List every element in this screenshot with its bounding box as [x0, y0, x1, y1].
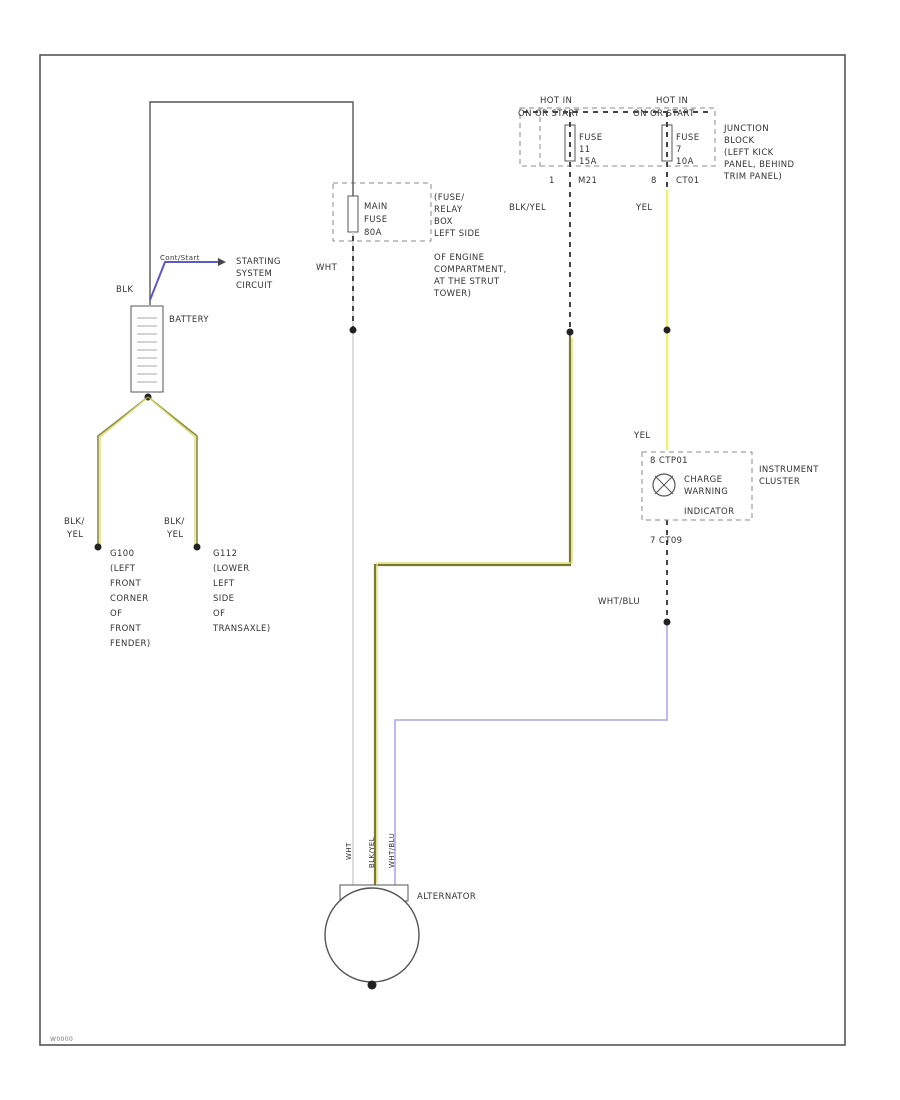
hot-right-label-2: ON OR START [633, 109, 695, 119]
ground-g100: G100 (LEFT FRONT CORNER OF FRONT FENDER) [110, 549, 151, 649]
wire-wht-blu [394, 622, 668, 885]
wire-battery-main-fuse [149, 101, 354, 305]
g112-label-2: (LOWER [213, 564, 250, 574]
g100-label-4: CORNER [110, 594, 149, 604]
alt-wire-label-wht: WHT [345, 842, 353, 860]
wire-label-yel-top: YEL [635, 203, 653, 213]
ground-g112-dot [193, 543, 201, 551]
starting-label-1: STARTING [236, 257, 281, 267]
charge-warning-label-3: INDICATOR [684, 507, 734, 517]
ground-g100-dot [94, 543, 102, 551]
main-fuse-label-2: FUSE [364, 215, 387, 225]
main-fuse-label-1: MAIN [364, 202, 388, 212]
wire-label-blk: BLK [116, 285, 133, 295]
figure-id: W0000 [50, 1036, 73, 1043]
fuse-right-connector: CT01 [676, 176, 700, 186]
instrument-cluster-label-2: CLUSTER [759, 477, 800, 487]
g1-wire-label-1: BLK/ [64, 517, 85, 527]
starting-label-3: CIRCUIT [236, 281, 273, 291]
junction-block: HOT IN ON OR START HOT IN ON OR START FU… [518, 96, 795, 186]
splice-dot [663, 326, 671, 334]
junction-block-label-5: TRIM PANEL) [723, 172, 782, 182]
splice-dot [566, 328, 574, 336]
g1-wire-label-2: YEL [66, 530, 84, 540]
g2-wire-label-1: BLK/ [164, 517, 185, 527]
junction-block-label-2: BLOCK [724, 136, 754, 146]
relay-box-label-5: OF ENGINE [434, 253, 484, 263]
wire-label-yel-ic: YEL [633, 431, 651, 441]
starting-label-2: SYSTEM [236, 269, 272, 279]
alt-wire-label-blk-yel: BLK/YEL [368, 837, 376, 868]
starting-system: Cont/Start STARTING SYSTEM CIRCUIT [149, 254, 281, 301]
g112-label-1: G112 [213, 549, 237, 559]
relay-box-label-8: TOWER) [433, 289, 471, 299]
g112-label-5: OF [213, 609, 225, 619]
charge-warning-label-2: WARNING [684, 487, 728, 497]
g112-label-6: TRANSAXLE) [212, 624, 271, 634]
g100-label-5: OF [110, 609, 122, 619]
relay-box-label-7: AT THE STRUT [434, 277, 500, 287]
junction-block-label-1: JUNCTION [723, 124, 769, 134]
ic-top-connector: 8 CTP01 [650, 456, 688, 466]
ground-g112: G112 (LOWER LEFT SIDE OF TRANSAXLE) [212, 549, 271, 634]
alt-wire-label-wht-blu: WHT/BLU [388, 833, 396, 868]
wire-label-blk-yel: BLK/YEL [509, 203, 546, 213]
main-fuse-label-3: 80A [364, 228, 382, 238]
fuse-left-label-3: 15A [579, 157, 597, 167]
relay-box-label-2: RELAY [434, 205, 463, 215]
splice-dot [663, 618, 671, 626]
relay-box-label-4: LEFT SIDE [434, 229, 480, 239]
hot-left-label-2: ON OR START [518, 109, 580, 119]
fuse-left-label-1: FUSE [579, 133, 602, 143]
instrument-cluster: 8 CTP01 CHARGE WARNING INDICATOR INSTRUM… [641, 451, 819, 546]
g112-label-4: SIDE [213, 594, 234, 604]
g112-label-3: LEFT [213, 579, 235, 589]
fuse-right-pin: 8 [651, 176, 657, 186]
fuse-left-connector: M21 [578, 176, 597, 186]
g100-label-3: FRONT [110, 579, 141, 589]
relay-box-label-6: COMPARTMENT, [434, 265, 507, 275]
charge-warning-label-1: CHARGE [684, 475, 722, 485]
alternator-label: ALTERNATOR [417, 892, 476, 902]
wire-ground-2 [147, 396, 198, 546]
hot-left-label-1: HOT IN [540, 96, 572, 106]
wire-label-wht-blu: WHT/BLU [598, 597, 640, 607]
ic-bottom-connector: 7 CT09 [650, 536, 682, 546]
junction-block-label-4: PANEL, BEHIND [724, 160, 795, 170]
wire-blk-yel [373, 335, 572, 885]
battery: BLK BATTERY [116, 285, 209, 401]
g100-label-2: (LEFT [110, 564, 136, 574]
starting-from-label: Cont/Start [160, 254, 200, 262]
splice-dot [349, 326, 357, 334]
fuse-right-label-2: 7 [676, 145, 682, 155]
alternator: WHT BLK/YEL WHT/BLU ALTERNATOR [324, 833, 476, 990]
wire-ground-1 [97, 396, 149, 546]
fuse-left-label-2: 11 [579, 145, 591, 155]
fuse-right-label-1: FUSE [676, 133, 699, 143]
g2-wire-label-2: YEL [166, 530, 184, 540]
relay-box-label-3: BOX [434, 217, 453, 227]
fuse-right-label-3: 10A [676, 157, 694, 167]
g100-label-7: FENDER) [110, 639, 151, 649]
fuse-left-pin: 1 [549, 176, 555, 186]
g100-label-6: FRONT [110, 624, 141, 634]
relay-box-label-1: (FUSE/ [434, 193, 464, 203]
fuse-relay-box: MAIN FUSE 80A (FUSE/ RELAY BOX LEFT SIDE… [332, 182, 507, 299]
wire-label-wht: WHT [316, 263, 338, 273]
hot-right-label-1: HOT IN [656, 96, 688, 106]
instrument-cluster-label-1: INSTRUMENT [759, 465, 819, 475]
junction-block-label-3: (LEFT KICK [724, 148, 774, 158]
g100-label-1: G100 [110, 549, 134, 559]
battery-label: BATTERY [169, 315, 209, 325]
diagram-frame [39, 54, 846, 1046]
